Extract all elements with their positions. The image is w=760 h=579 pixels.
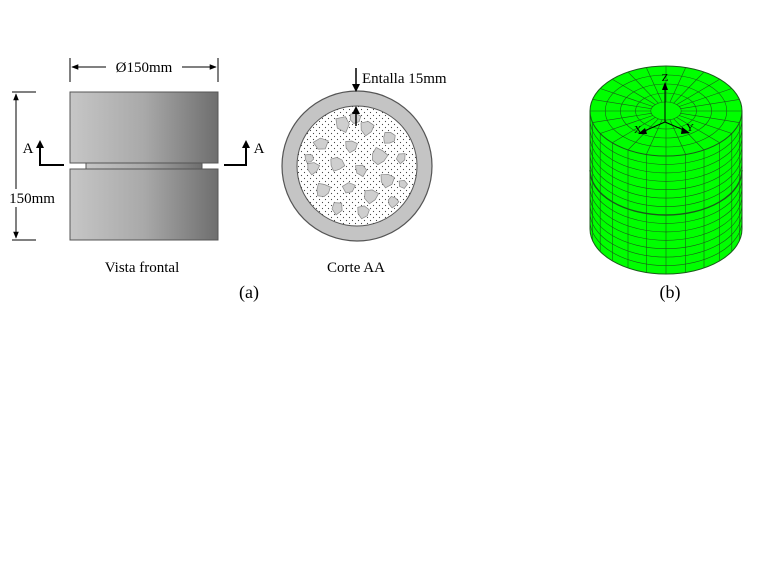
aggregate-piece [371,147,389,166]
notch-label: Entalla 15mm [362,71,447,87]
mesh-line [646,119,663,155]
mesh-line [589,127,743,174]
mesh-line [679,88,732,107]
cross-section-view: Entalla 15mm Corte AA [281,68,447,276]
aggregate-piece [331,202,343,216]
height-label: 150mm [9,191,55,207]
mesh-line [589,153,743,199]
mesh-line [589,136,743,182]
height-dimension: 150mm [3,91,61,241]
aggregate-piece [341,182,356,194]
mesh-line [589,161,743,207]
aggregate-piece [360,121,375,137]
notch-band [85,162,203,170]
mesh-line [680,113,740,123]
mesh-line [589,178,743,224]
diameter-label: Ø150mm [116,60,173,76]
mesh-line [600,88,653,107]
axis-z-label: Z [662,72,669,84]
mesh-line [627,71,659,104]
section-label-left: A [23,141,34,157]
mesh-line [589,195,743,241]
front-view: Ø150mm 150mm A A Vista frontal [3,58,265,276]
mesh-line [589,119,743,165]
diameter-dimension: Ø150mm [69,58,219,82]
aggregate-piece [354,164,368,178]
front-view-caption: Vista frontal [105,260,180,276]
aggregate-piece [330,157,346,172]
mesh-line [589,144,743,190]
mesh-line [673,71,705,104]
mesh-line [679,115,732,134]
aggregate-piece [357,205,370,220]
mesh-line [600,115,653,134]
cut-view-caption: Corte AA [327,260,385,276]
cylinder-lower-half [69,168,219,241]
axis-x-label: X [634,124,642,136]
mesh-line [589,212,743,258]
mesh-line [612,78,656,105]
aggregate-piece [304,154,314,163]
aggregate-piece [316,182,331,197]
section-marker-left: A [23,140,64,166]
section-label-right: A [254,141,265,157]
cylinder-upper-half [69,91,219,164]
mesh-line [676,117,720,144]
aggregate-piece [387,195,400,209]
aggregate-piece [307,162,321,176]
panel-b-label: (b) [660,282,681,303]
aggregate-piece [335,116,350,133]
aggregate-piece [345,140,358,154]
mesh-line [612,117,656,144]
aggregate-piece [395,153,406,165]
fe-mesh-cylinder [589,65,743,275]
mesh-line [646,67,663,103]
mesh-line [669,67,686,103]
mesh-line [680,99,740,109]
aggregate-piece [364,189,380,205]
mesh-line [673,118,705,151]
mesh-line [589,203,743,249]
mesh-line [592,113,652,123]
mesh-line [592,99,652,109]
aggregate-piece [312,137,329,150]
mesh-line [589,220,743,266]
section-marker-right: A [224,140,265,166]
notch-indicator: Entalla 15mm [352,68,447,126]
aggregate-piece [398,180,408,189]
panel-a-label: (a) [239,282,259,303]
mesh-line [589,186,743,233]
axis-y-label: Y [686,122,694,134]
axis-triad: Z X Y [634,72,694,136]
aggregates [304,113,408,220]
mesh-line [676,78,720,105]
aggregate-piece [383,132,396,144]
mesh-line [627,118,659,151]
mesh-line [589,169,743,216]
fe-mesh-view: Z X Y [589,65,743,275]
aggregate-piece [380,173,395,189]
